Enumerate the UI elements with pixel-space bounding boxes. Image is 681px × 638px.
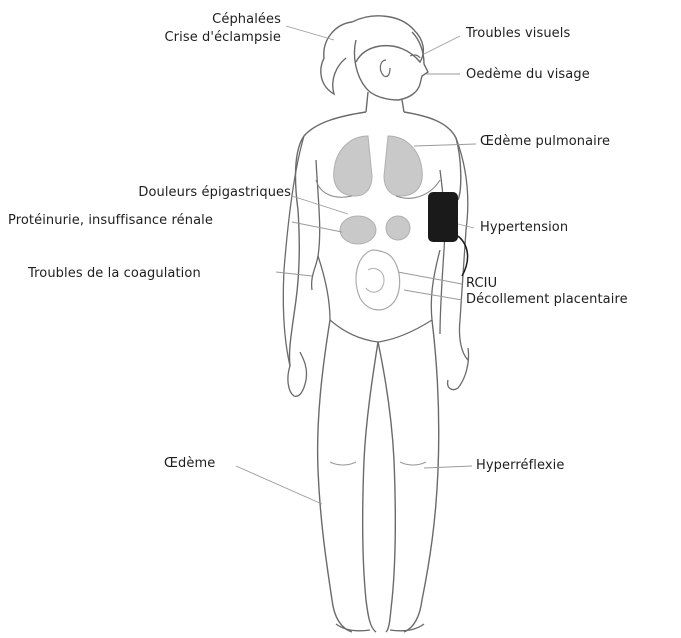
- leader-oedeme-pulmonaire: [414, 144, 476, 146]
- waist-left: [318, 256, 330, 320]
- label-oedeme-visage: Oedème du visage: [466, 67, 590, 83]
- leader-douleurs: [292, 196, 348, 214]
- head-outline: [354, 32, 428, 100]
- leader-troubles-visuels: [424, 36, 460, 54]
- label-proteinurie: Protéinurie, insuffisance rénale: [8, 213, 213, 229]
- kidney: [386, 216, 410, 240]
- leg-right-inner: [378, 342, 395, 632]
- neck-right: [402, 100, 404, 112]
- leader-hyperreflexie: [424, 466, 472, 468]
- pelvis: [330, 320, 432, 342]
- leader-decollement: [404, 290, 462, 300]
- label-oedeme-pulmonaire: Œdème pulmonaire: [480, 134, 610, 150]
- blood-pressure-cuff: [428, 192, 458, 242]
- right-hand: [448, 348, 469, 390]
- left-hand: [288, 352, 307, 396]
- label-cephalees: Céphalées: [212, 12, 281, 28]
- knee-left: [330, 462, 356, 465]
- label-troubles-visuels: Troubles visuels: [466, 26, 570, 42]
- fetus-detail: [366, 268, 384, 292]
- leg-right-outer: [404, 320, 439, 632]
- label-oedeme: Œdème: [164, 456, 215, 472]
- leader-cephalees: [286, 26, 334, 40]
- leader-oedeme: [236, 466, 322, 504]
- label-crise-eclampsie: Crise d'éclampsie: [165, 30, 282, 46]
- leader-rciu: [398, 272, 462, 284]
- label-douleurs-epigastriques: Douleurs épigastriques: [138, 185, 291, 201]
- knee-right: [400, 462, 426, 465]
- left-arm-outer: [283, 136, 304, 366]
- label-hypertension: Hypertension: [480, 220, 568, 236]
- lung-left: [334, 136, 372, 196]
- neck-left: [366, 92, 368, 112]
- fetus: [356, 250, 400, 310]
- lung-right: [384, 136, 422, 196]
- label-hyperreflexie: Hyperréflexie: [476, 458, 564, 474]
- label-rciu: RCIU: [466, 276, 497, 292]
- leader-coagulation: [276, 272, 312, 276]
- leg-left-outer: [318, 320, 352, 632]
- ear: [380, 60, 390, 77]
- left-arm-inner: [312, 160, 320, 290]
- waist-right: [431, 250, 440, 320]
- leg-left-inner: [363, 342, 378, 632]
- label-troubles-coagulation: Troubles de la coagulation: [28, 266, 201, 282]
- ponytail: [321, 22, 352, 94]
- label-decollement-placentaire: Décollement placentaire: [466, 292, 628, 308]
- liver: [340, 216, 376, 244]
